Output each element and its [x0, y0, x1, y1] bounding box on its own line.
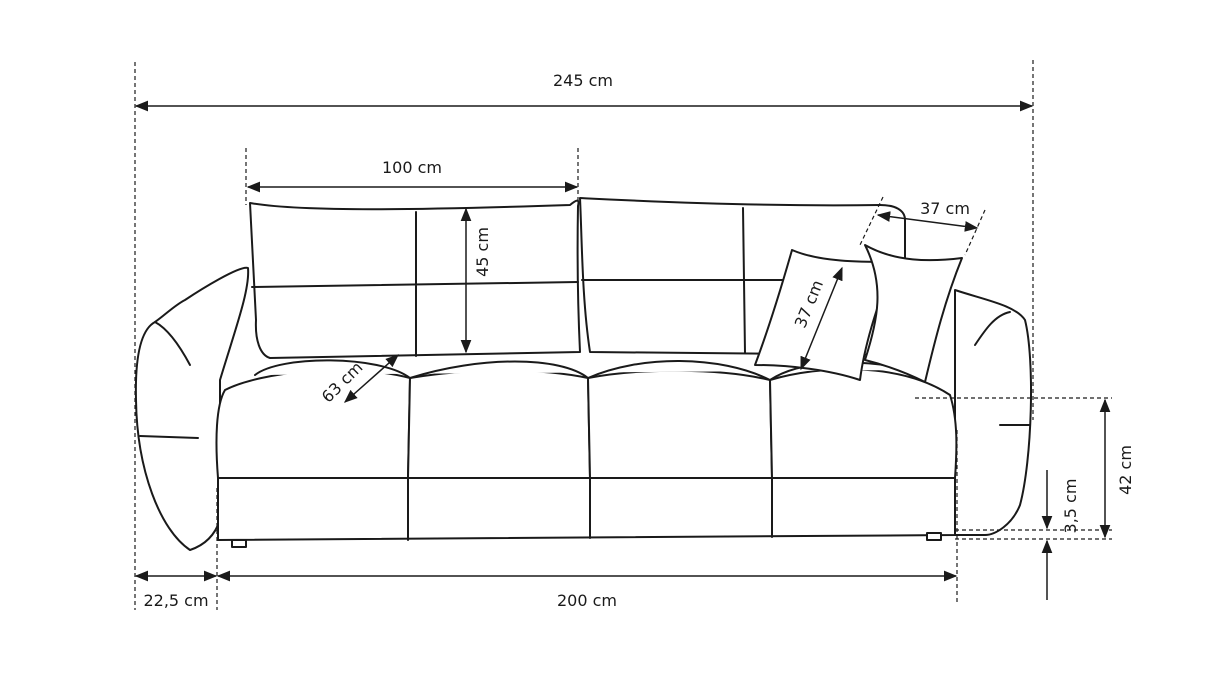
leg-right [926, 532, 942, 541]
sofa-base [217, 477, 956, 541]
seat-cushion-3 [587, 369, 773, 479]
label-armrest-width: 22,5 cm [143, 591, 208, 610]
dim-arrow-seat-depth [343, 354, 400, 403]
leg-left [231, 539, 247, 548]
dim-arrow-pillow-height [800, 266, 843, 371]
label-seat-height: 42 cm [1116, 445, 1135, 495]
dim-arrow-pillow-width [876, 211, 979, 232]
label-total-width: 245 cm [553, 71, 613, 90]
label-back-cushion-height: 45 cm [473, 227, 492, 277]
seat-cushion-4 [769, 368, 958, 479]
label-seat-width: 200 cm [557, 591, 617, 610]
right-armrest [954, 289, 1033, 536]
sofa-drawing [134, 197, 1033, 551]
seat-cushion-1 [215, 368, 411, 479]
label-leg-height: 3,5 cm [1061, 479, 1080, 534]
seat-cushion-2 [407, 369, 591, 479]
label-pillow-width: 37 cm [920, 199, 970, 218]
label-back-cushion-width: 100 cm [382, 158, 442, 177]
pillow-back [864, 244, 963, 383]
